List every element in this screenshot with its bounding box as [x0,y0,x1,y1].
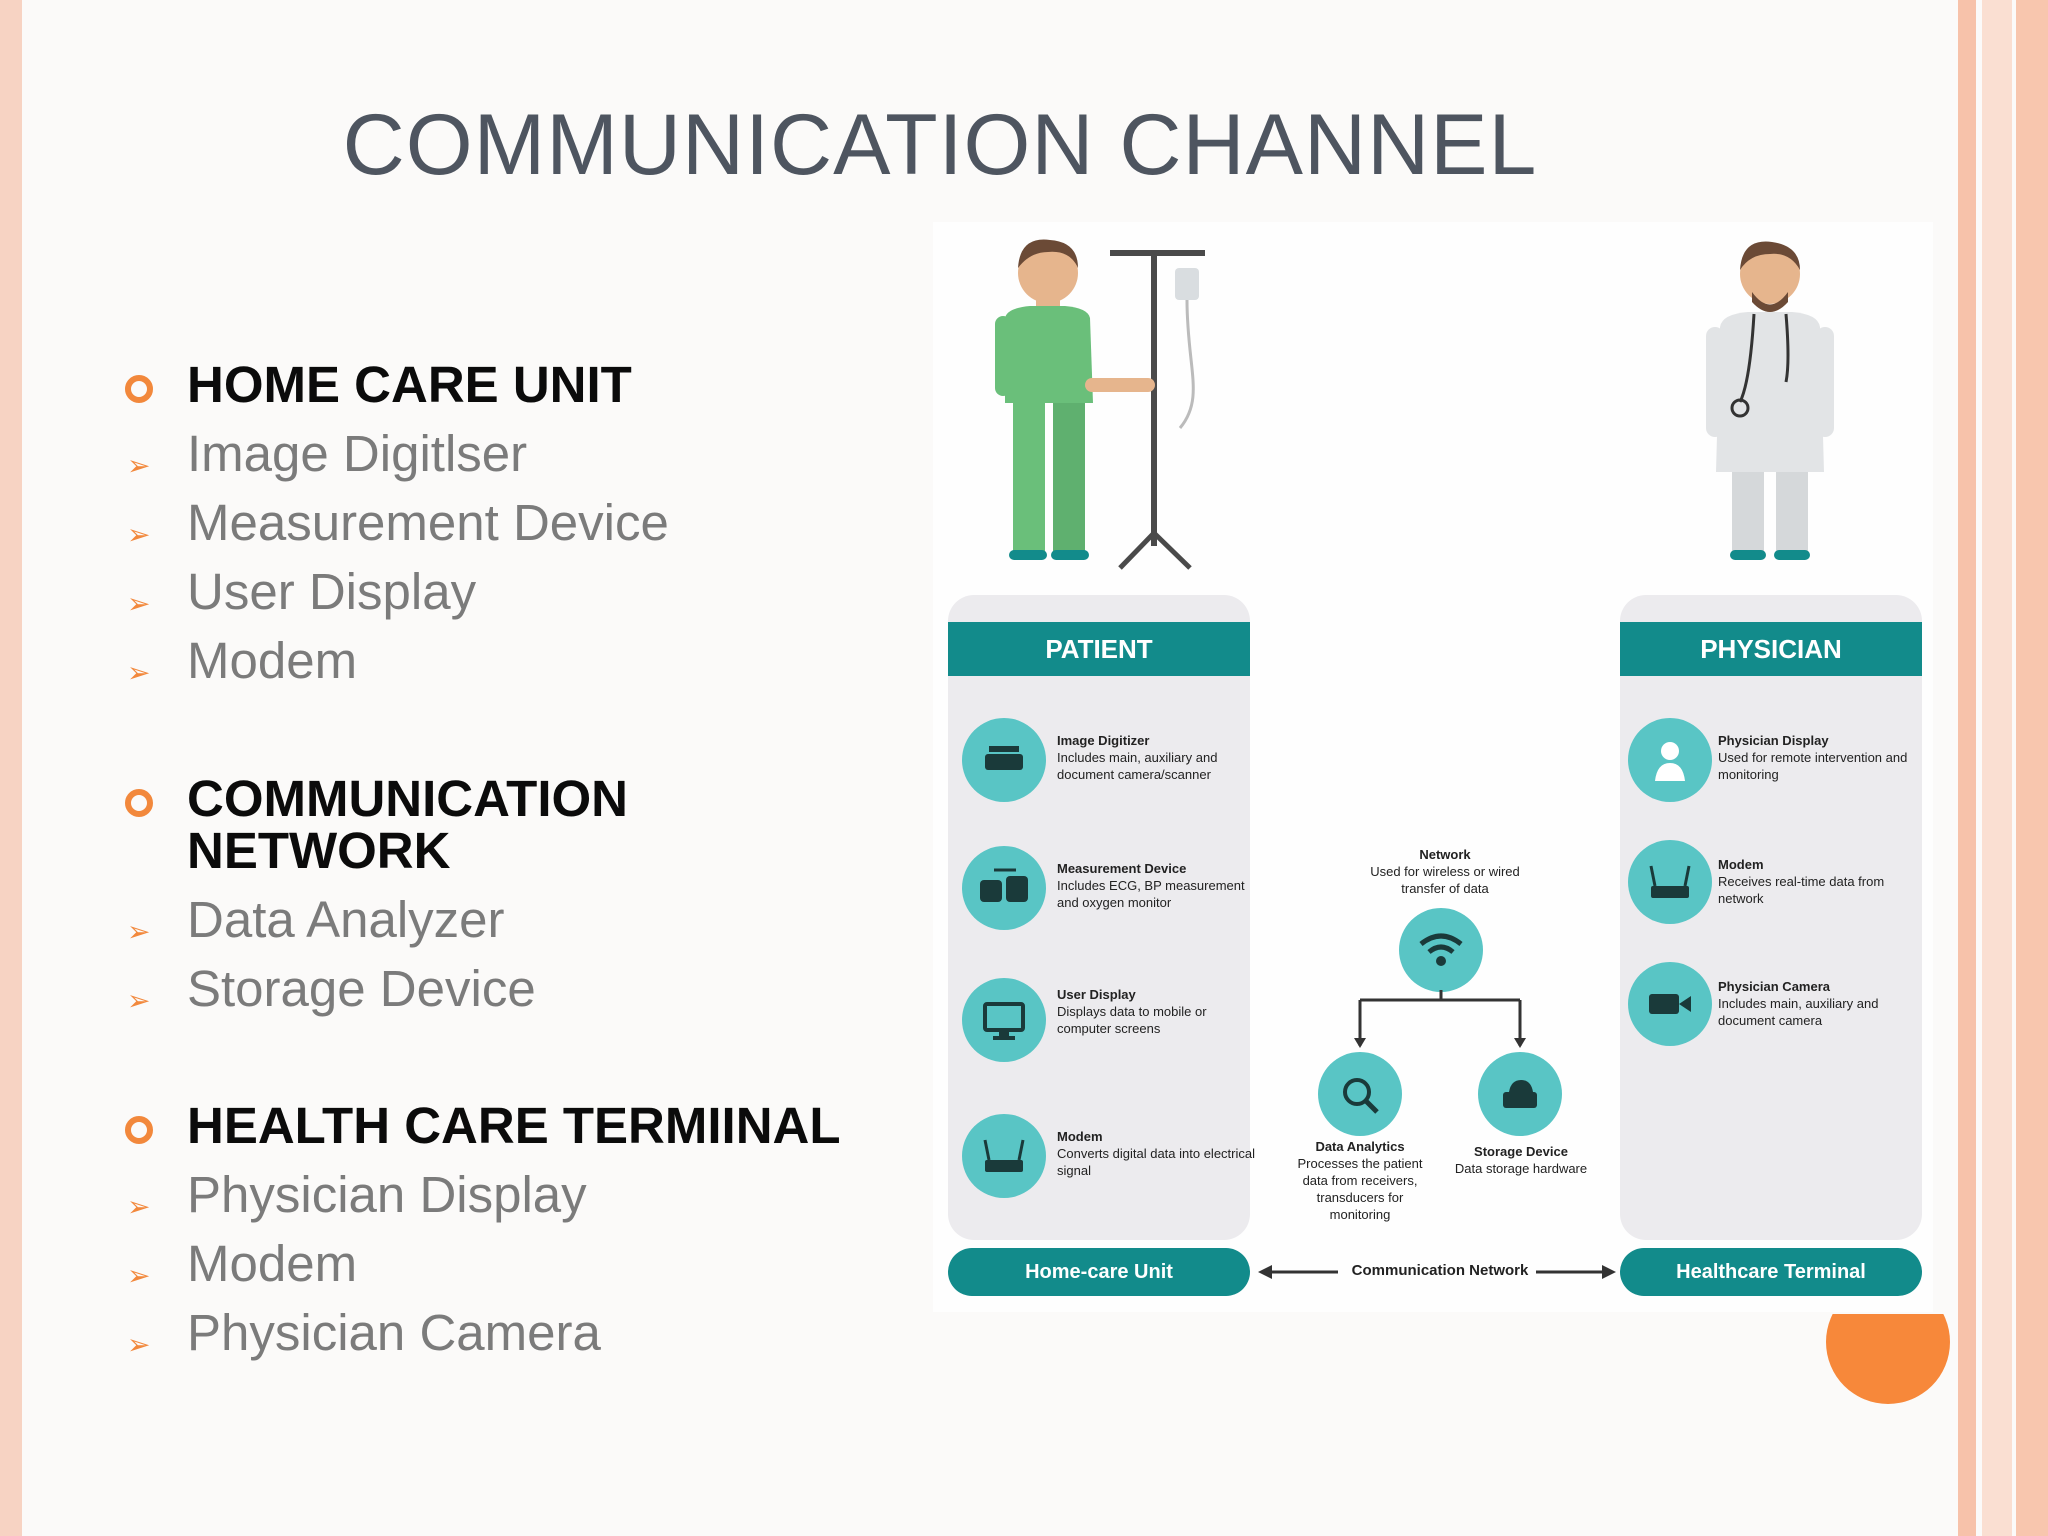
arrow-bullet-icon: ➢ [127,1191,151,1222]
router-icon [962,1114,1046,1198]
border-stripe [1958,0,1976,1536]
wifi-icon [1399,908,1483,992]
patient-header: PATIENT [948,622,1250,676]
camera-icon [1628,962,1712,1046]
data-analytics-icon [1318,1052,1402,1136]
physician-header: PHYSICIAN [1620,622,1922,676]
double-arrow [1258,1265,1616,1279]
border-stripe [2016,0,2048,1536]
slide-title: COMMUNICATION CHANNEL [342,97,1538,193]
patient-illustration [995,239,1205,570]
circle-bullet-icon [125,789,153,817]
circle-bullet-icon [125,375,153,403]
arrow-bullet-icon: ➢ [127,588,151,619]
border-stripe [1982,0,2012,1536]
arrow-bullet-icon: ➢ [127,1260,151,1291]
arrow-bullet-icon: ➢ [127,519,151,550]
healthcare-terminal-pill: Healthcare Terminal [1620,1248,1922,1296]
arrow-bullet-icon: ➢ [127,450,151,481]
measurement-icon [962,846,1046,930]
physician-display-icon [1628,718,1712,802]
storage-icon [1478,1052,1562,1136]
physician-illustration [1706,241,1834,560]
border-stripe [0,0,22,1536]
arrow-bullet-icon: ➢ [127,1329,151,1360]
monitor-icon [962,978,1046,1062]
arrow-bullet-icon: ➢ [127,985,151,1016]
scanner-icon [962,718,1046,802]
circle-bullet-icon [125,1116,153,1144]
communication-network-label: Communication Network [1351,1262,1529,1279]
network-branch-lines [1354,990,1526,1048]
home-care-unit-pill: Home-care Unit [948,1248,1250,1296]
arrow-bullet-icon: ➢ [127,657,151,688]
arrow-bullet-icon: ➢ [127,916,151,947]
router-icon [1628,840,1712,924]
